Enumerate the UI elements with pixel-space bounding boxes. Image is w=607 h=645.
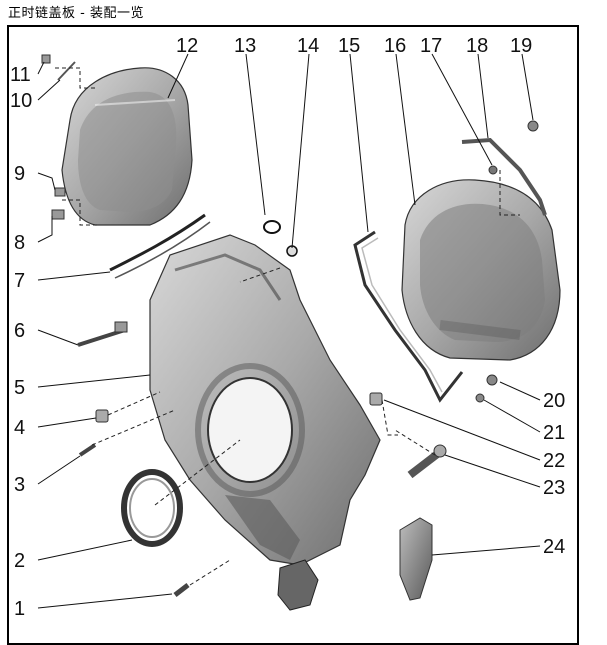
label-9: 9: [14, 163, 25, 185]
assembly-guides: [55, 67, 520, 586]
label-17: 17: [420, 35, 442, 57]
part-10: [57, 61, 76, 81]
label-24: 24: [543, 536, 565, 558]
label-13: 13: [234, 35, 256, 57]
bracket-24: [399, 517, 433, 601]
label-10: 10: [10, 90, 32, 112]
shaft-seal-ring: [121, 469, 183, 547]
o-ring: [263, 220, 281, 234]
label-16: 16: [384, 35, 406, 57]
seal-strip-inner: [361, 237, 443, 393]
gasket-strip-2: [114, 221, 211, 279]
part-11: [41, 54, 51, 64]
label-15: 15: [338, 35, 360, 57]
leader-lines: [37, 53, 541, 609]
label-8: 8: [14, 232, 25, 254]
upper-cover-left: [61, 67, 193, 226]
label-6: 6: [14, 320, 25, 342]
bolt-3: [78, 443, 97, 457]
label-18: 18: [466, 35, 488, 57]
label-3: 3: [14, 474, 25, 496]
bolt-23: [407, 444, 447, 479]
part-8: [51, 209, 65, 220]
label-12: 12: [176, 35, 198, 57]
sleeve-4: [95, 409, 109, 423]
upper-cover-right: [401, 179, 561, 361]
gasket-strip: [109, 213, 206, 272]
bracket-18: [461, 137, 547, 216]
cover-part-bottom: [277, 559, 319, 611]
label-22: 22: [543, 450, 565, 472]
seal-strip: [353, 230, 464, 403]
exploded-view-diagram: 1 2 3 4 5 6 7 8 9 10 11 12 13 14 15 16 1…: [10, 35, 565, 620]
label-1: 1: [14, 598, 25, 620]
main-timing-cover: [149, 234, 381, 566]
sleeve-22: [369, 392, 383, 406]
label-7: 7: [14, 270, 25, 292]
label-19: 19: [510, 35, 532, 57]
label-23: 23: [543, 477, 565, 499]
bolt-1: [173, 583, 190, 597]
label-21: 21: [543, 422, 565, 444]
page-title: 正时链盖板 - 装配一览: [8, 6, 144, 21]
sensor-19: [527, 120, 539, 132]
bolt-20: [486, 374, 498, 386]
label-4: 4: [14, 417, 25, 439]
label-2: 2: [14, 550, 25, 572]
bolt-21: [475, 393, 485, 403]
label-14: 14: [297, 35, 319, 57]
bolt-6: [77, 321, 128, 347]
nut-17: [488, 165, 498, 175]
part-9: [54, 187, 66, 197]
label-20: 20: [543, 390, 565, 412]
part-labels: 1 2 3 4 5 6 7 8 9 10 11 12 13 14 15 16 1…: [10, 35, 565, 620]
label-11: 11: [10, 64, 31, 86]
label-5: 5: [14, 377, 25, 399]
